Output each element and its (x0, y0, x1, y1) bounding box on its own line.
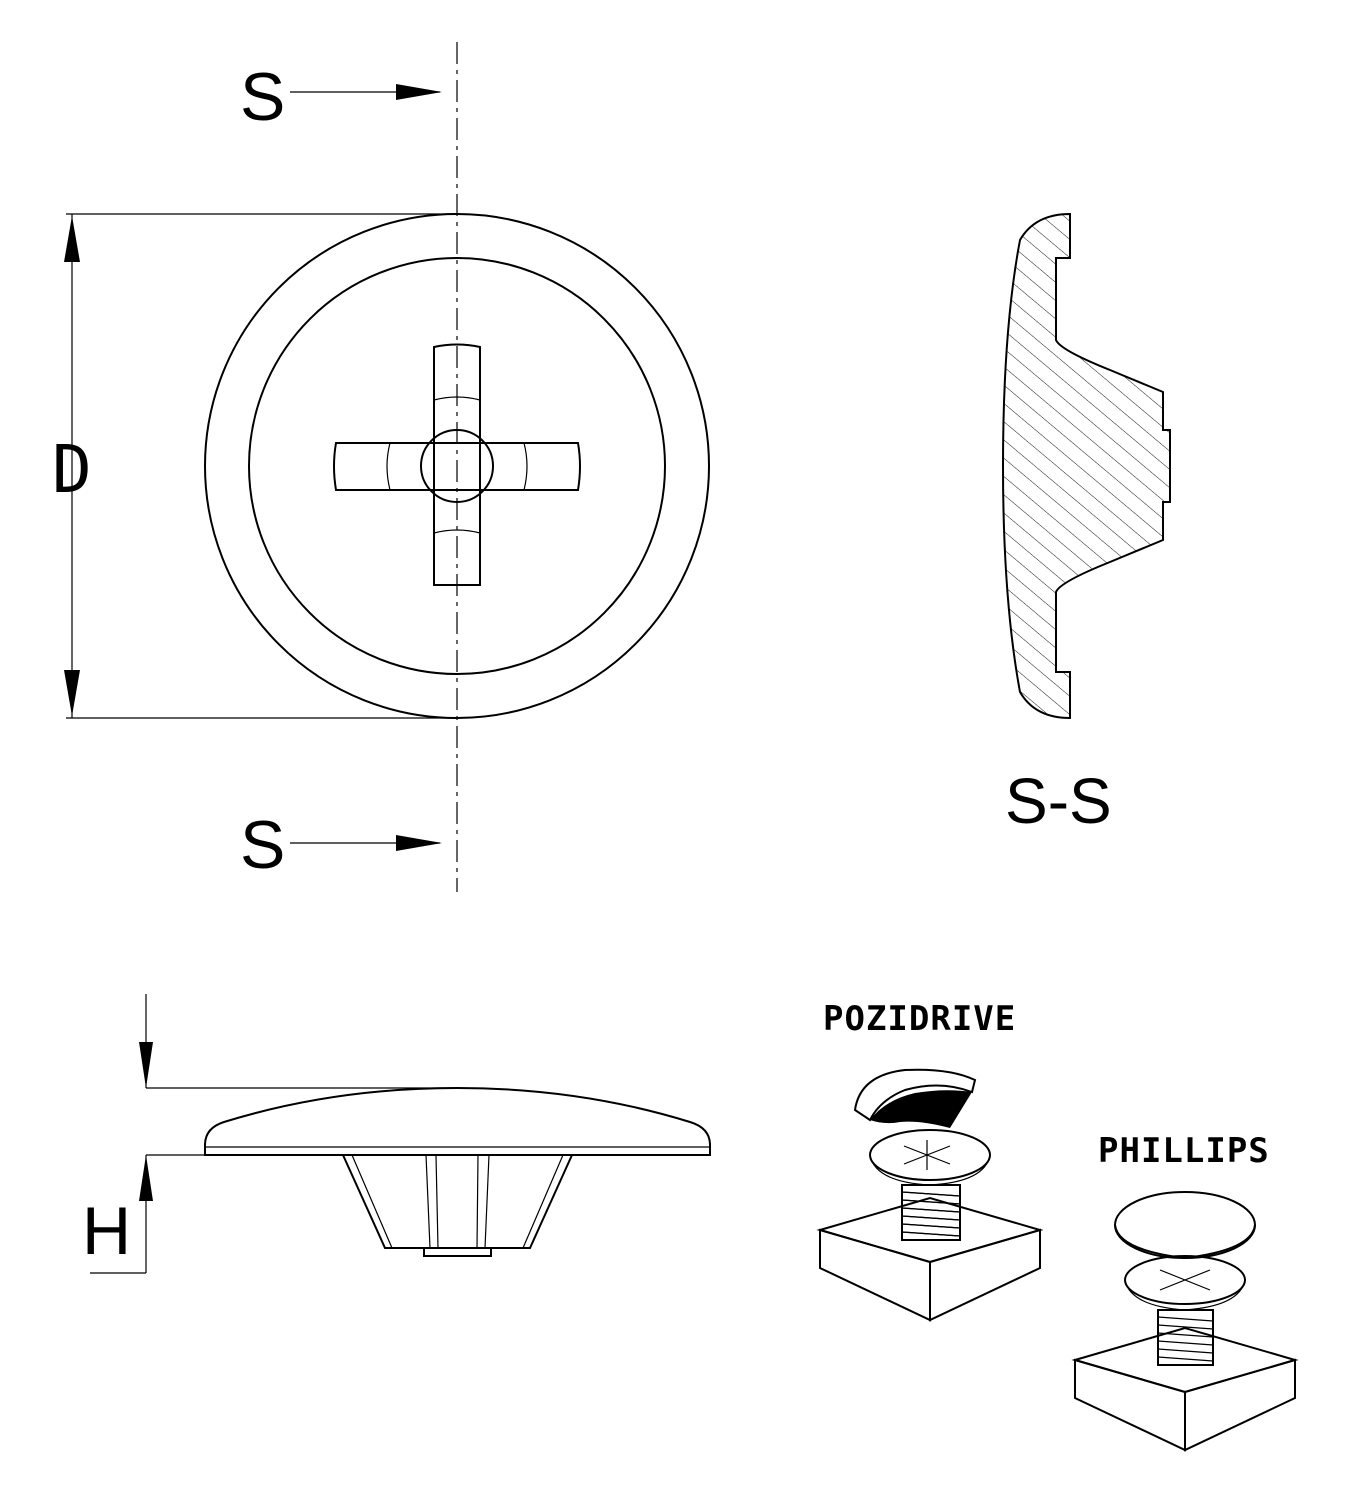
pozidrive-thread (901, 1184, 961, 1241)
pozidrive-illustration: POZIDRIVE (816, 999, 1044, 1322)
section-label-bottom: S (240, 807, 285, 883)
cap-shank (342, 1154, 573, 1257)
diameter-dimension (64, 213, 457, 719)
cross-recess (333, 343, 581, 586)
section-view-label: S-S (1005, 765, 1112, 837)
section-arrow-bottom (290, 835, 442, 851)
section-label-top: S (240, 59, 285, 135)
pozidrive-label: POZIDRIVE (823, 999, 1016, 1039)
phillips-label: PHILLIPS (1098, 1131, 1270, 1171)
front-view: D S S (52, 42, 710, 892)
section-arrow-top (290, 84, 442, 100)
side-view: H (82, 994, 711, 1274)
section-view: S-S (1001, 212, 1171, 837)
cap-head (204, 1086, 711, 1156)
phillips-illustration: PHILLIPS (1071, 1131, 1299, 1452)
height-label: H (82, 1193, 131, 1269)
diameter-label: D (52, 431, 92, 508)
inner-rim (248, 257, 666, 675)
height-dimension (90, 994, 457, 1274)
section-profile (1001, 212, 1171, 720)
